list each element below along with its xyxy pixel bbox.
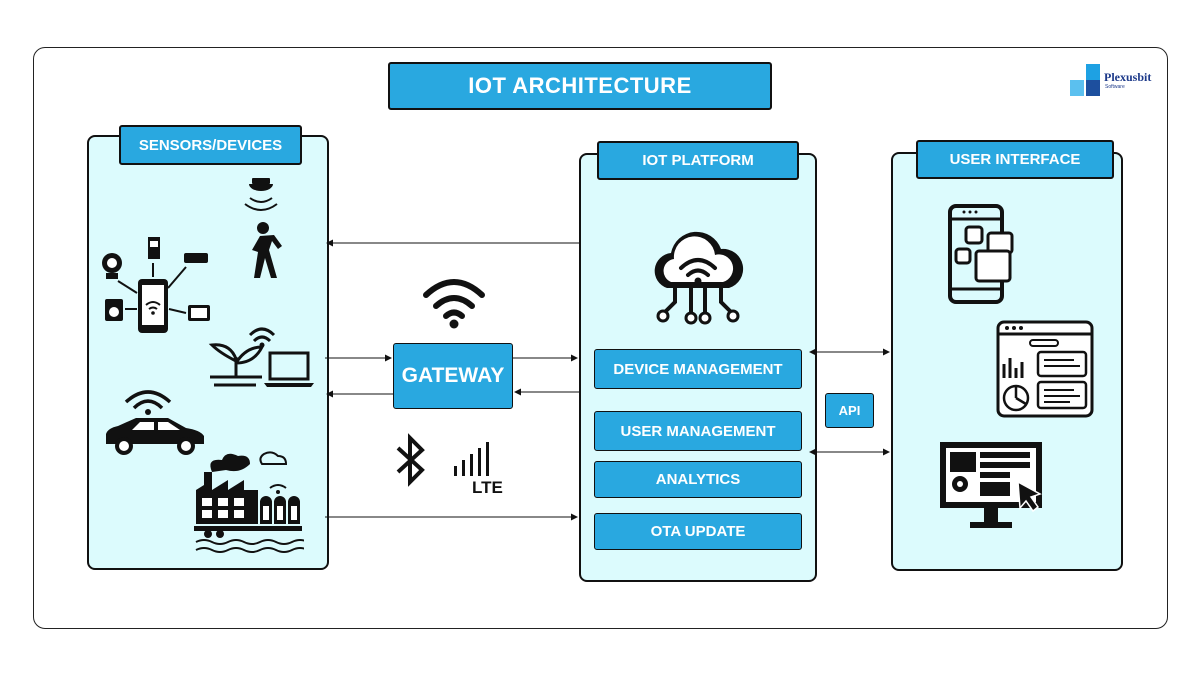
connected-car-icon bbox=[106, 390, 204, 455]
plexusbit-logo: Plexusbit Software bbox=[1068, 62, 1168, 102]
smart-agriculture-laptop-icon bbox=[208, 327, 314, 387]
cloud-network-icon bbox=[654, 231, 744, 325]
module-device-management[interactable]: DEVICE MANAGEMENT bbox=[594, 349, 802, 389]
sensors-label: SENSORS/DEVICES bbox=[119, 125, 302, 165]
smart-home-hub-icon bbox=[102, 237, 210, 333]
mobile-app-icon bbox=[948, 204, 1014, 304]
logo-name: Plexusbit bbox=[1104, 70, 1152, 84]
module-analytics[interactable]: ANALYTICS bbox=[594, 461, 802, 498]
wifi-icon bbox=[423, 279, 485, 329]
desktop-monitor-icon bbox=[940, 442, 1042, 528]
motion-sensor-person-icon bbox=[244, 178, 282, 278]
api-box: API bbox=[825, 393, 874, 428]
lte-text: LTE bbox=[472, 478, 503, 496]
web-dashboard-icon bbox=[996, 320, 1094, 418]
lte-signal-icon: LTE bbox=[454, 442, 503, 496]
module-user-management[interactable]: USER MANAGEMENT bbox=[594, 411, 802, 451]
smart-factory-icon bbox=[194, 451, 304, 553]
bluetooth-icon bbox=[396, 433, 425, 487]
platform-label: IOT PLATFORM bbox=[597, 141, 799, 180]
logo-sub: Software bbox=[1105, 84, 1125, 90]
diagram-title: IOT ARCHITECTURE bbox=[388, 62, 772, 110]
module-ota-update[interactable]: OTA UPDATE bbox=[594, 513, 802, 550]
gateway-box: GATEWAY bbox=[393, 343, 513, 409]
ui-label: USER INTERFACE bbox=[916, 140, 1114, 179]
